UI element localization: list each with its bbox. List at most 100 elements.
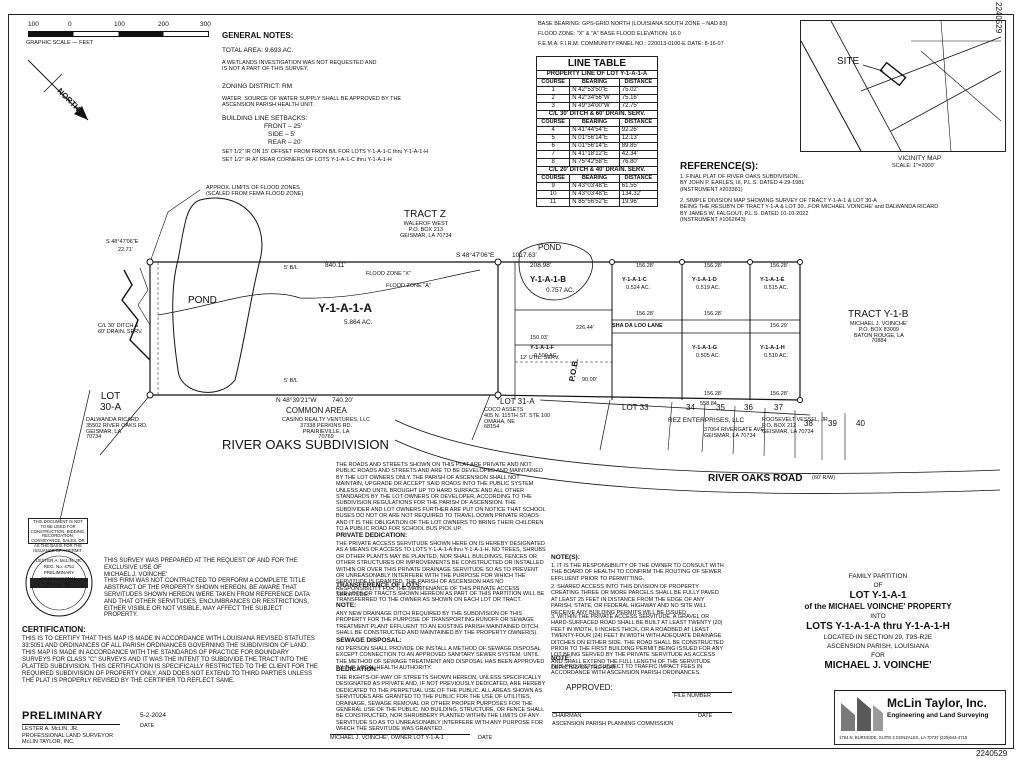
corner-marker bbox=[747, 259, 753, 265]
total-area: TOTAL AREA: 9.693 AC. bbox=[222, 47, 294, 54]
lot-30a-owner: DALWANDA RICARD 35502 RIVER OAKS RD. GEI… bbox=[86, 417, 148, 441]
surveyor-seal bbox=[25, 549, 93, 617]
lot-b-area: 0.757 AC. bbox=[546, 287, 575, 294]
sewage-text: NO PERSON SHALL PROVIDE OR INSTALL A MET… bbox=[336, 646, 545, 672]
lot-30a-line bbox=[59, 389, 91, 521]
setback-rear: REAR – 20' bbox=[268, 139, 302, 146]
distance-150: 150.03' bbox=[530, 335, 548, 341]
river-oaks-road: RIVER OAKS ROAD bbox=[708, 473, 803, 484]
title-lot: LOT Y-1-A-1 bbox=[849, 590, 907, 601]
signature-date-label: DATE bbox=[140, 723, 155, 729]
title-line: LOCATED IN SECTION 29, T9S-R2E bbox=[823, 634, 933, 641]
common-area-owner: CASINO REALTY VENTURES, LLC 37338 PERKIN… bbox=[282, 417, 371, 441]
line-table: LINE TABLE PROPERTY LINE OF LOT Y-1-A-1-… bbox=[535, 56, 659, 207]
lot-f-area: 0.500 AC. bbox=[534, 353, 559, 359]
corner-marker bbox=[146, 258, 154, 266]
rez-enterprises: REZ ENTERPRISES, LLC bbox=[668, 417, 745, 424]
scale-tick-label: 0 bbox=[68, 21, 72, 28]
corner-marker bbox=[797, 259, 803, 265]
flood-zone-x: FLOOD ZONE "X" bbox=[366, 271, 411, 277]
drainage-note-title: NOTE: bbox=[336, 602, 357, 609]
corner-marker bbox=[609, 259, 615, 265]
lot-frontage: 156.28' bbox=[770, 263, 788, 269]
base-bearing: BASE BEARING: GPS-GRID NORTH (LOUISIANA … bbox=[538, 21, 728, 27]
lot-frontage: 156.28' bbox=[704, 391, 722, 397]
reference-item: 2. SIMPLE DIVISION MAP SHOWING SURVEY OF… bbox=[680, 198, 939, 224]
drawing-sheet bbox=[8, 14, 1014, 749]
distance-208: 208.98' bbox=[530, 262, 552, 269]
river-oaks-road-curve bbox=[394, 419, 1001, 474]
lot-34-label: 34 bbox=[686, 403, 695, 412]
surveyor-signature-line bbox=[22, 724, 120, 725]
lot-frontage: 156.28' bbox=[770, 391, 788, 397]
left-bearing: S 48°47'06"E bbox=[106, 239, 139, 245]
corner-marker bbox=[797, 397, 803, 403]
company-address: 1764 N. BURNSIDE, SUITE 3 GONZALES, LA 7… bbox=[839, 735, 968, 740]
river-oaks-subdivision: RIVER OAKS SUBDIVISION bbox=[222, 437, 389, 452]
owner-signature-label: MICHAEL J. VOINCHE', OWNER LOT Y-1-A-1 bbox=[330, 735, 444, 741]
company-name: McLin Taylor, Inc. bbox=[887, 696, 987, 710]
note-1: 1. IT IS THE RESPONSIBILITY OF THE OWNER… bbox=[551, 563, 724, 582]
private-roads-note: THE ROADS AND STREETS SHOWN ON THIS PLAT… bbox=[336, 462, 546, 533]
lot-c-label: Y-1-A-1-C bbox=[622, 277, 647, 283]
private-dedication-title: PRIVATE DEDICATION: bbox=[336, 532, 408, 539]
lot-30a-line bbox=[99, 394, 151, 456]
signature-date: 5-2-2024 bbox=[140, 712, 167, 719]
transference-text: THE LOTS OR TRACTS SHOWN HEREON AS PART … bbox=[336, 591, 545, 604]
scale-tick-label: 200 bbox=[158, 21, 169, 28]
lot-h-label: Y-1-A-1-H bbox=[760, 345, 785, 351]
corner-marker bbox=[679, 259, 685, 265]
prepared-note: THIS SURVEY WAS PREPARED AT THE REQUEST … bbox=[104, 558, 310, 619]
pond-label: POND bbox=[188, 295, 217, 306]
lot-36-label: 36 bbox=[744, 403, 753, 412]
scale-tick-label: 100 bbox=[114, 21, 125, 28]
drainage-note-text: ANY NEW DRAINAGE DITCH REQUIRED BY THE S… bbox=[336, 611, 539, 637]
company-block: McLin Taylor, Inc. Engineering and Land … bbox=[834, 690, 1006, 745]
lot-38-label: 38 bbox=[804, 419, 813, 428]
note-3: 3. WITHIN THE PRIVATE ACCESS SERVITUDE, … bbox=[551, 614, 724, 672]
company-tagline: Engineering and Land Surveying bbox=[887, 712, 989, 719]
lot-a-label: Y-1-A-1-A bbox=[318, 301, 373, 315]
flood-limits-note: APPROX. LIMITS OF FLOOD ZONES (SCALED FR… bbox=[206, 185, 304, 197]
iron-rod-note-1: SET 1/2" IR ON 15' OFFSET FROM FRON B/L … bbox=[222, 149, 429, 155]
file-number-label: FILE NUMBER bbox=[674, 693, 711, 699]
bottom-bearing: N 48°39'21"W bbox=[276, 397, 317, 404]
document-number-bottom: 2240529 bbox=[976, 749, 1008, 758]
lot-line bbox=[667, 401, 673, 451]
pond-label-small: POND bbox=[538, 243, 562, 252]
title-line: OF bbox=[873, 582, 883, 589]
lot-37-label: 37 bbox=[774, 403, 783, 412]
vicinity-map: SITE bbox=[800, 20, 1006, 152]
preliminary-stamp: PRELIMINARY bbox=[22, 710, 103, 722]
seal-text: LESTER A. McLIN, JR. REG. No. 4751 PRELI… bbox=[35, 558, 83, 587]
dedication-title: DEDICATION: bbox=[336, 666, 379, 673]
notes-title: NOTE(S): bbox=[551, 554, 580, 561]
flood-zone-info: FLOOD ZONE: "X" & "A" BASE FLOOD ELEVATI… bbox=[538, 31, 681, 37]
pond-outline-small bbox=[518, 242, 593, 301]
corner-marker bbox=[494, 391, 502, 399]
top-bearing: S 48°47'06"E bbox=[456, 252, 495, 259]
lot-f-label: Y-1-A-1-F bbox=[530, 345, 555, 351]
tract-y1b-owner: MICHAEL J. VOINCHE' P.O. BOX 83009 BATON… bbox=[850, 321, 908, 345]
reference-item: 1. FINAL PLAT OF RIVER OAKS SUBDIVISION.… bbox=[680, 174, 805, 193]
lot-d-label: Y-1-A-1-D bbox=[692, 277, 717, 283]
lot-g-label: Y-1-A-1-G bbox=[692, 345, 718, 351]
left-distance: 22.71' bbox=[118, 247, 133, 253]
use-warning-box: THIS DOCUMENT IS NOT TO BE USED FOR CONS… bbox=[28, 518, 88, 553]
chairman-line bbox=[552, 712, 732, 713]
dedication-text: THE RIGHTS-OF-WAY OF STREETS SHOWN HEREO… bbox=[336, 675, 546, 733]
general-notes: GENERAL NOTES: TOTAL AREA: 9.693 AC. A W… bbox=[222, 31, 522, 182]
distance-558: 558.84 bbox=[700, 401, 717, 407]
title-lots: LOTS Y-1-A-1-A thru Y-1-A-1-H bbox=[806, 621, 950, 632]
tract-z-owner: WALEROF WEST P.O. BOX 213 GEISMAR, LA 70… bbox=[400, 221, 452, 239]
drain-serv-label: C/L 30' DITCH & 60' DRAIN. SERV. bbox=[98, 323, 143, 335]
lot-a-area: 5.864 AC. bbox=[344, 319, 373, 326]
lot-e-area: 0.515 AC. bbox=[764, 285, 789, 291]
building-line-label: 5' B/L bbox=[284, 378, 298, 384]
site-label: SITE bbox=[837, 56, 860, 67]
pond-outline bbox=[172, 197, 263, 393]
iron-rod-note-2: SET 1/2" IR AT REAR CORNERS OF LOTS Y-1-… bbox=[222, 157, 392, 163]
title-line: FAMILY PARTITION bbox=[848, 573, 908, 580]
